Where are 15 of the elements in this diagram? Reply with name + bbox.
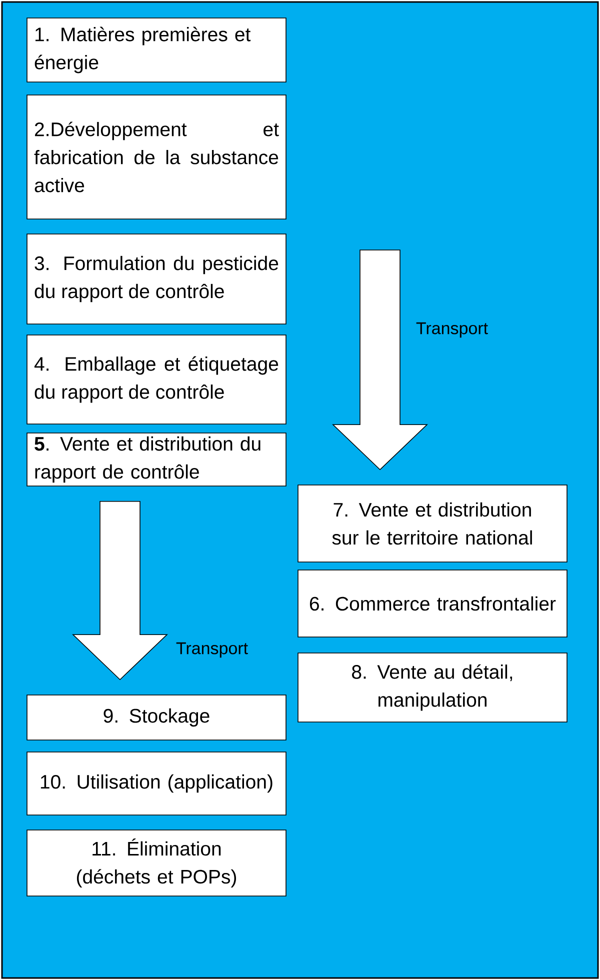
process-box: 7. Vente et distribution sur le territoire national: [298, 484, 568, 562]
process-box: 4. Emballage et étiquetage du rapport de contrôle: [26, 334, 286, 424]
edge-label: Transport: [416, 322, 488, 338]
process-box: 6. Commerce transfrontalier: [298, 570, 568, 638]
edge-label: Transport: [176, 642, 248, 658]
process-box: 3. Formulation du pesticide du rapport de contrôle: [26, 234, 286, 324]
process-box: 9. Stockage: [26, 694, 286, 740]
process-box: 2.Développement et fabrication de la substance active: [26, 94, 286, 220]
process-box: 8. Vente au détail, manipulation: [298, 652, 568, 722]
block-arrow: [72, 501, 168, 680]
process-box: 10. Utilisation (application): [26, 752, 286, 816]
process-box: 11. Élimination (déchets et POPs): [26, 830, 286, 896]
block-arrow: [332, 250, 428, 470]
process-box: 1. Matières premières et énergie: [26, 18, 286, 82]
process-box: 5. Vente et distribution du rapport de contrôle: [26, 432, 286, 486]
